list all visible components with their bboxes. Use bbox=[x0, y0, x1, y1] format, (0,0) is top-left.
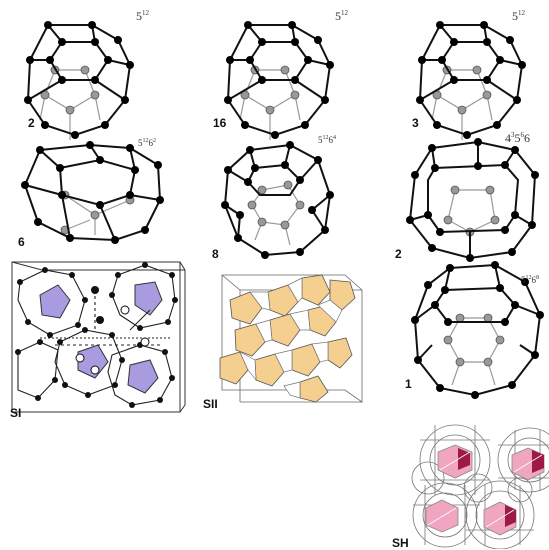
sii-structure bbox=[219, 274, 363, 403]
cage-5-12-6-8 bbox=[411, 261, 544, 399]
cage-5-12-6-4 bbox=[221, 141, 334, 259]
cage-5-12-b bbox=[224, 21, 334, 140]
label-si: SI bbox=[10, 406, 22, 420]
count-cage-5-12-b: 16 bbox=[213, 116, 227, 130]
count-cage-5-12-6-2: 6 bbox=[18, 235, 25, 249]
si-structure bbox=[11, 261, 186, 413]
formula-cage-5-12-b: 512 bbox=[335, 9, 348, 23]
formula-cage-5-12-c: 512 bbox=[512, 9, 525, 23]
count-cage-5-12-6-4: 8 bbox=[212, 247, 219, 261]
cage-5-12-6-2 bbox=[21, 141, 164, 244]
label-sii: SII bbox=[203, 397, 218, 411]
cage-4-3-5-6-6-3 bbox=[406, 138, 539, 262]
sh-structure bbox=[411, 424, 549, 549]
formula-cage-5-12-6-2: 51262 bbox=[138, 138, 156, 148]
cage-5-12-c bbox=[416, 21, 526, 140]
count-cage-5-12-6-8: 1 bbox=[405, 377, 412, 391]
formula-cage-5-12-6-8: 51268 bbox=[521, 275, 539, 285]
count-cage-5-12-c: 3 bbox=[412, 116, 419, 130]
formula-cage-4-3-5-6-6-3: 43566 bbox=[505, 131, 530, 145]
label-sh: SH bbox=[392, 536, 409, 550]
cage-5-12-a bbox=[24, 21, 134, 140]
count-cage-5-12-a: 2 bbox=[28, 116, 35, 130]
count-cage-4-3-5-6-6-3: 2 bbox=[395, 247, 402, 261]
formula-cage-5-12-6-4: 51264 bbox=[318, 135, 336, 145]
formula-cage-5-12-a: 512 bbox=[136, 9, 149, 23]
